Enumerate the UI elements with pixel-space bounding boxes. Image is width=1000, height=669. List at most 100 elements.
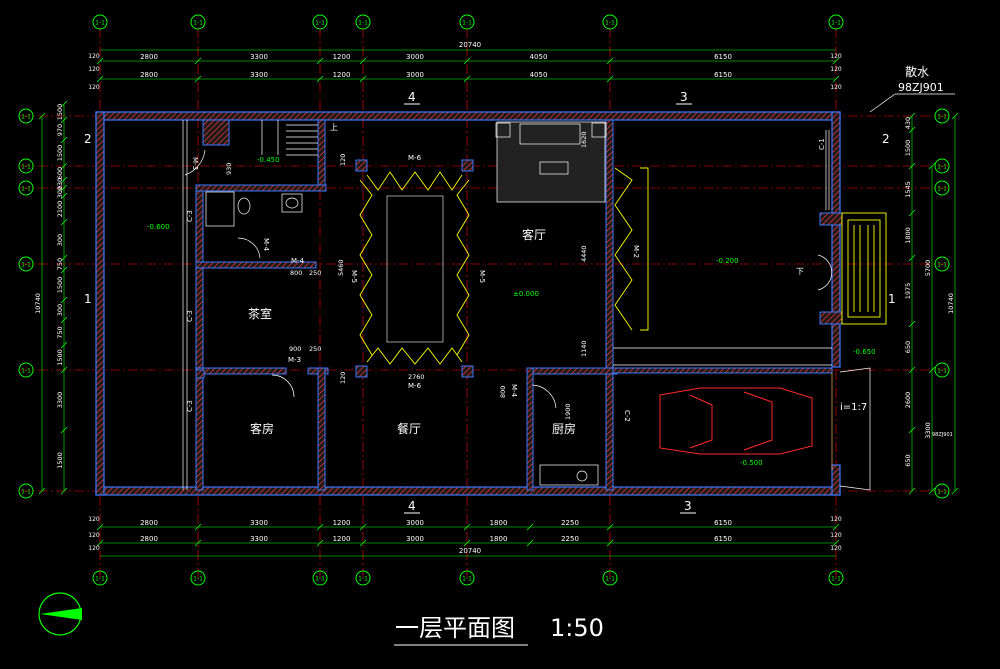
- annotation-down: 下: [796, 267, 804, 276]
- elevation-marks: -0.600 -0.450 ±0.000 -0.200 -0.500 -0.65…: [147, 156, 876, 467]
- top-dim-value: 3300: [250, 71, 268, 79]
- grid-bubble-label: 1-1: [937, 489, 947, 496]
- grid-bubble: [602, 14, 618, 30]
- bottom-dim-value: 2800: [140, 519, 158, 527]
- folding-door-m2: [614, 167, 649, 331]
- top-dim-value: 1200: [333, 53, 351, 61]
- grid-bubble: [92, 14, 108, 30]
- inner-dim: 250: [309, 269, 321, 277]
- inner-dim: 1140: [580, 340, 588, 357]
- door-label: M-6: [408, 382, 422, 390]
- grid-bubble: [828, 570, 844, 586]
- bottom-dim-value: 6150: [714, 535, 732, 543]
- drawing-title-text: 一层平面图: [395, 614, 515, 642]
- edge-dim-value: 120: [88, 53, 100, 60]
- door-label: M-4: [291, 257, 305, 265]
- grid-bubble-label: 1-1: [315, 20, 325, 27]
- bottom-dim-tick: [194, 539, 202, 547]
- right-dim-value: 2600: [904, 392, 912, 409]
- stair: [261, 120, 318, 156]
- right-mid-tick: [928, 366, 936, 374]
- inner-dim: 250: [309, 345, 321, 353]
- left-dim-tick: [60, 136, 68, 144]
- grid-bubble-label: 1-1: [21, 368, 31, 375]
- door-label: M-4: [510, 384, 518, 398]
- grid-bubble: [934, 108, 950, 124]
- inner-dim: 5460: [337, 259, 345, 276]
- bottom-dim-tick: [463, 523, 471, 531]
- door-label: M-3: [191, 157, 199, 170]
- top-dim-value: 2800: [140, 53, 158, 61]
- left-dim-value: 1500: [56, 277, 64, 294]
- left-dim-value: 1500: [56, 104, 64, 121]
- bottom-dim-value: 1800: [490, 535, 508, 543]
- atrium-screens: [359, 171, 470, 365]
- grid-bubble-label: 1-1: [937, 114, 947, 121]
- grid-bubble: [92, 570, 108, 586]
- top-dim-tick: [96, 57, 104, 65]
- edge-dim-value: 120: [88, 66, 100, 73]
- grid-bubble: [18, 362, 34, 378]
- top-dim-value: 2800: [140, 71, 158, 79]
- room-labels: 客厅 茶室 客房 餐厅 厨房: [248, 227, 576, 436]
- grid-bubble: [828, 14, 844, 30]
- door-label: M-2: [632, 245, 640, 258]
- left-dim-value: 3300: [56, 392, 64, 409]
- section-markers: 4 3 4 3 2 1 2 1: [84, 90, 896, 514]
- edge-dim-value: 120: [88, 532, 100, 539]
- section-label: 4: [408, 499, 416, 513]
- right-total-tick: [951, 112, 959, 120]
- right-dim-value: 650: [904, 341, 912, 353]
- left-dim-value: 300: [56, 186, 64, 198]
- grid-bubble: [312, 14, 328, 30]
- door-label: M-6: [408, 154, 422, 162]
- inner-dim: 120: [339, 372, 347, 384]
- bottom-dim-tick: [96, 539, 104, 547]
- edge-dim-value: 120: [88, 516, 100, 523]
- grid-bubble-label: 1-1: [95, 576, 105, 583]
- top-dim-tick: [832, 57, 840, 65]
- left-total-value: 10740: [34, 293, 42, 314]
- top-dim-tick: [194, 57, 202, 65]
- grid-bubble-label: 1-1: [937, 262, 947, 269]
- grid-bubble: [18, 108, 34, 124]
- left-dim-tick: [60, 254, 68, 262]
- elevation-label: ±0.000: [513, 290, 539, 298]
- inner-dim: 900: [289, 345, 301, 353]
- left-total-tick: [38, 112, 46, 120]
- left-dim-tick: [60, 100, 68, 108]
- edge-dim-value: 120: [830, 53, 842, 60]
- inner-walls: [195, 119, 833, 491]
- edge-dim-value: 120: [830, 516, 842, 523]
- grid-bubble: [355, 570, 371, 586]
- edge-dim-value: 120: [88, 545, 100, 552]
- inner-dim: 1620: [580, 131, 588, 148]
- grid-bubble-label: 1-1: [95, 20, 105, 27]
- left-dim-value: 600: [56, 167, 64, 179]
- grid-bubble-label: 1-1: [937, 164, 947, 171]
- left-dim-value: 750: [56, 326, 64, 338]
- section-label: 3: [684, 499, 692, 513]
- edge-dim-value: 120: [88, 84, 100, 91]
- grid-bubble-label: 1-1: [831, 576, 841, 583]
- opening-labels: M-6 M-6 M-5 M-5 M-4 M-4 M-4 M-3 M-3 M-2 …: [186, 138, 826, 422]
- bottom-dim-value: 3300: [250, 519, 268, 527]
- grid-bubble: [18, 256, 34, 272]
- grid-bubble: [934, 158, 950, 174]
- grid-bubble-label: 1-1: [937, 186, 947, 193]
- bottom-dim-tick: [832, 523, 840, 531]
- grid-bubble-label: 1-1: [462, 576, 472, 583]
- top-dim-tick: [316, 75, 324, 83]
- right-dim-tick: [908, 366, 916, 374]
- window-label: C-3: [186, 310, 194, 322]
- door-label: M-3: [288, 356, 301, 364]
- right-dim-tick: [908, 162, 916, 170]
- bottom-dim-value: 1200: [333, 535, 351, 543]
- car-icon: [659, 387, 813, 455]
- annotation-ref: 98ZJ901: [898, 81, 944, 94]
- right-dim-value: 1975: [904, 283, 912, 300]
- top-dim-value: 3000: [406, 71, 424, 79]
- bottom-dim-tick: [359, 539, 367, 547]
- grid-bubble: [18, 180, 34, 196]
- grid-bubble: [934, 362, 950, 378]
